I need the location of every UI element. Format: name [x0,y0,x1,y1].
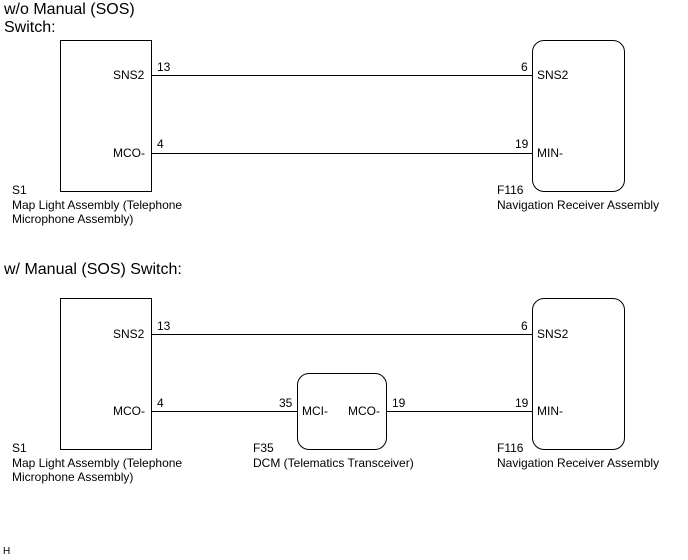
wire-mco-min-2 [387,411,532,412]
section2-title: w/ Manual (SOS) Switch: [4,261,182,278]
f116-name: Navigation Receiver Assembly [497,198,660,212]
wire-sns2-2 [152,334,532,335]
f35-terminal-mco-label: MCO- [348,404,380,418]
f116-code-2: F116 [497,441,524,455]
s1-name-line2: Microphone Assembly) [12,212,134,226]
s1-terminal-mco-label-2: MCO- [113,404,145,418]
s1-name-line2-2: Microphone Assembly) [12,470,134,484]
f35-connector-box [297,373,387,450]
section1-title-line2: Switch: [4,19,56,36]
s1-terminal-sns2-label: SNS2 [113,68,145,82]
pin-4-2: 4 [157,396,164,410]
pin-4: 4 [157,137,164,151]
wire-mco-min [152,153,532,154]
s1-terminal-sns2-label-2: SNS2 [113,327,145,341]
f116-name-2: Navigation Receiver Assembly [497,456,660,470]
s1-terminal-mco-label: MCO- [113,146,145,160]
f35-terminal-mci-label: MCI- [302,404,328,418]
wire-sns2 [152,75,532,76]
s1-connector-box [60,40,152,192]
pin-6-2: 6 [521,319,528,333]
s1-name-line1: Map Light Assembly (Telephone [12,198,183,212]
wire-mco-mci [152,411,297,412]
f116-terminal-sns2-label: SNS2 [537,68,569,82]
f116-terminal-sns2-label-2: SNS2 [537,327,569,341]
f35-code: F35 [253,441,274,455]
footer-mark: H [3,546,11,557]
pin-19: 19 [515,137,529,151]
pin-6: 6 [521,60,528,74]
pin-35: 35 [279,396,293,410]
f116-code: F116 [497,183,524,197]
s1-connector-box-2 [60,298,152,450]
f116-connector-box-2 [532,298,625,450]
f116-terminal-min-label-2: MIN- [537,404,563,418]
pin-13-2: 13 [157,319,171,333]
pin-13: 13 [157,60,171,74]
s1-code: S1 [12,183,27,197]
f35-name: DCM (Telematics Transceiver) [253,456,414,470]
f116-terminal-min-label: MIN- [537,146,563,160]
f116-connector-box [532,40,625,192]
s1-name-line1-2: Map Light Assembly (Telephone [12,456,183,470]
section1-title-line1: w/o Manual (SOS) [4,1,135,18]
pin-19-2: 19 [515,396,529,410]
pin-19-f35: 19 [392,396,406,410]
s1-code-2: S1 [12,441,27,455]
